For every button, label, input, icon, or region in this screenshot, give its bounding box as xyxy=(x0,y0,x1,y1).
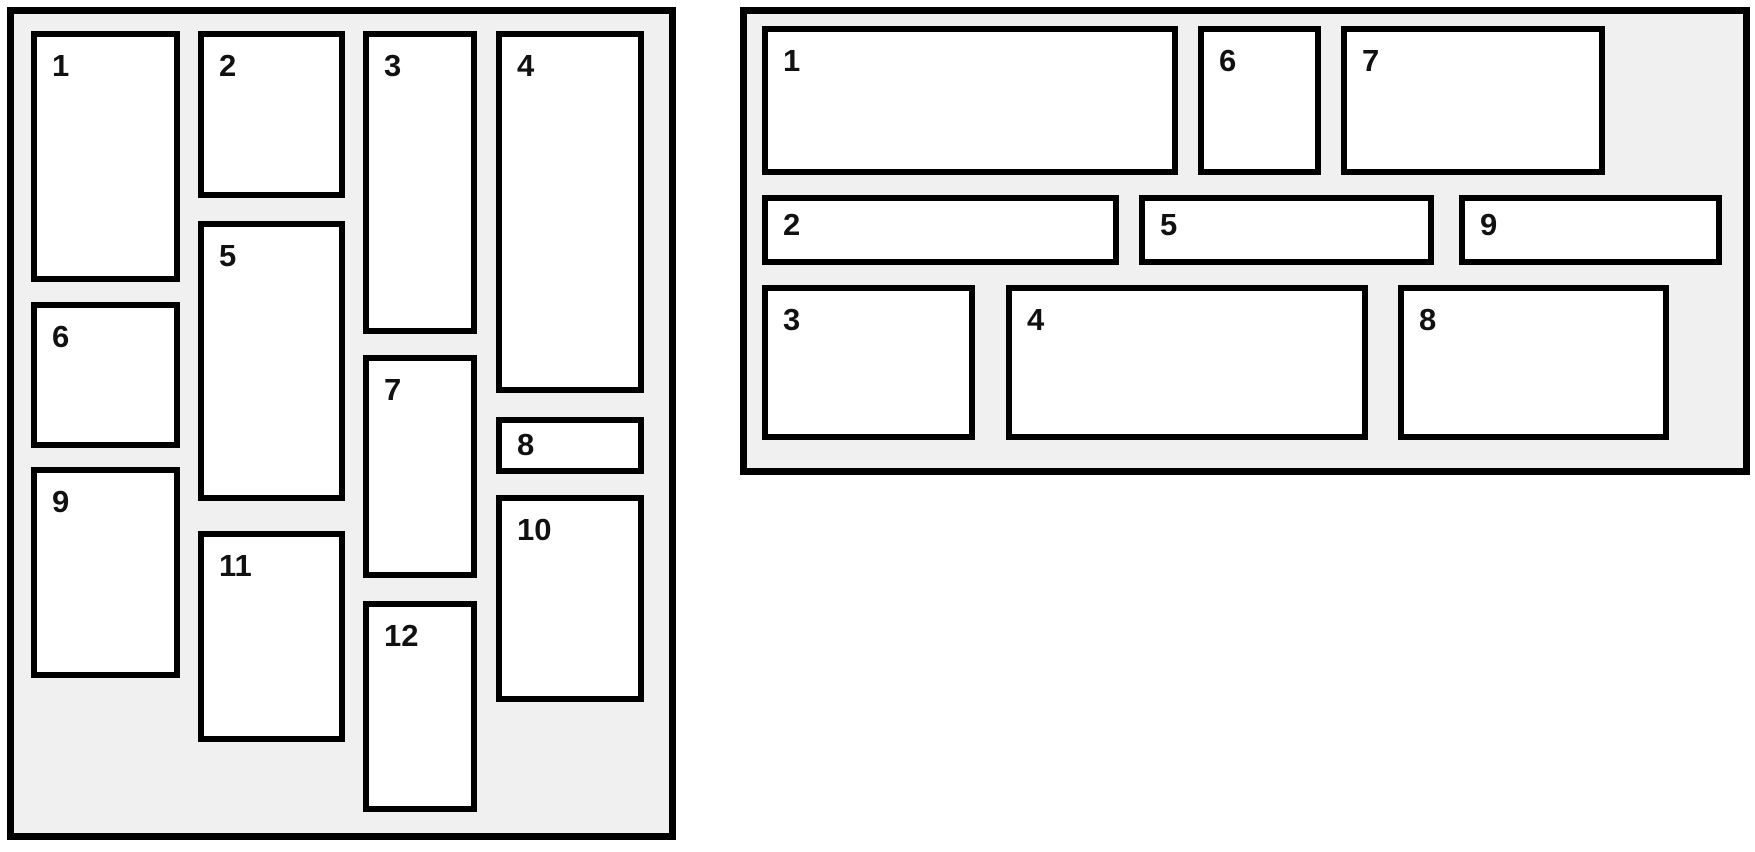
v-item-5: 5 xyxy=(198,221,345,501)
v-item-12: 12 xyxy=(363,601,477,812)
h-item-7: 7 xyxy=(1341,26,1605,175)
h-item-8: 8 xyxy=(1398,285,1669,440)
h-item-4: 4 xyxy=(1006,285,1368,440)
vertical-masonry-panel: 1 2 3 4 5 6 7 8 9 10 11 12 xyxy=(7,7,676,840)
v-item-10: 10 xyxy=(496,495,644,702)
v-item-3: 3 xyxy=(363,31,477,334)
v-item-8: 8 xyxy=(496,417,644,474)
v-item-2: 2 xyxy=(198,31,345,198)
h-item-1: 1 xyxy=(762,26,1178,175)
v-item-6: 6 xyxy=(31,302,180,448)
v-item-11: 11 xyxy=(198,531,345,742)
v-item-4: 4 xyxy=(496,31,644,393)
v-item-7: 7 xyxy=(363,355,477,578)
h-item-9: 9 xyxy=(1459,195,1722,265)
v-item-9: 9 xyxy=(31,467,180,678)
horizontal-masonry-panel: 1 6 7 2 5 9 3 4 8 xyxy=(740,7,1750,475)
v-item-1: 1 xyxy=(31,31,180,282)
h-item-2: 2 xyxy=(762,195,1119,265)
h-item-3: 3 xyxy=(762,285,975,440)
h-item-5: 5 xyxy=(1139,195,1434,265)
h-item-6: 6 xyxy=(1198,26,1321,175)
